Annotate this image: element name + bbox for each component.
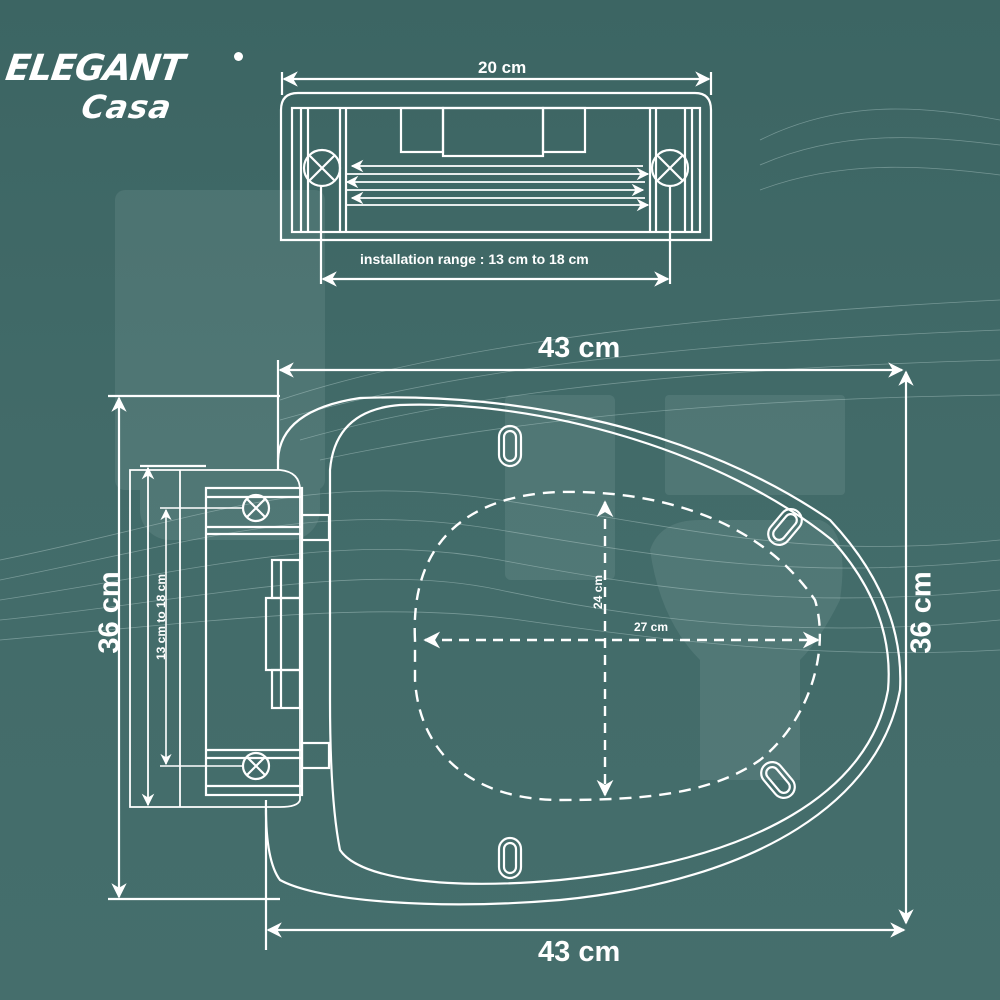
brand-name-line2: Casa: [78, 88, 176, 126]
hinge-range-label: 13 cm to 18 cm: [154, 573, 168, 661]
seat-length-top-label: 43 cm: [538, 332, 621, 364]
opening-width-label: 27 cm: [634, 620, 669, 634]
brand-logo: ELEGANT Casa: [3, 48, 246, 138]
opening-height-label: 24 cm: [591, 574, 605, 610]
seat-width-right-label: 36 cm: [905, 571, 938, 654]
installation-range-label: installation range : 13 cm to 18 cm: [360, 251, 589, 267]
seat-width-left-label: 36 cm: [93, 571, 126, 654]
bathroom-silhouette: [115, 190, 845, 780]
seat-length-bottom-label: 43 cm: [538, 936, 621, 968]
brand-name-line1: ELEGANT: [3, 48, 187, 89]
registered-mark-icon: [234, 52, 243, 61]
hinge-width-label: 20 cm: [478, 58, 527, 77]
